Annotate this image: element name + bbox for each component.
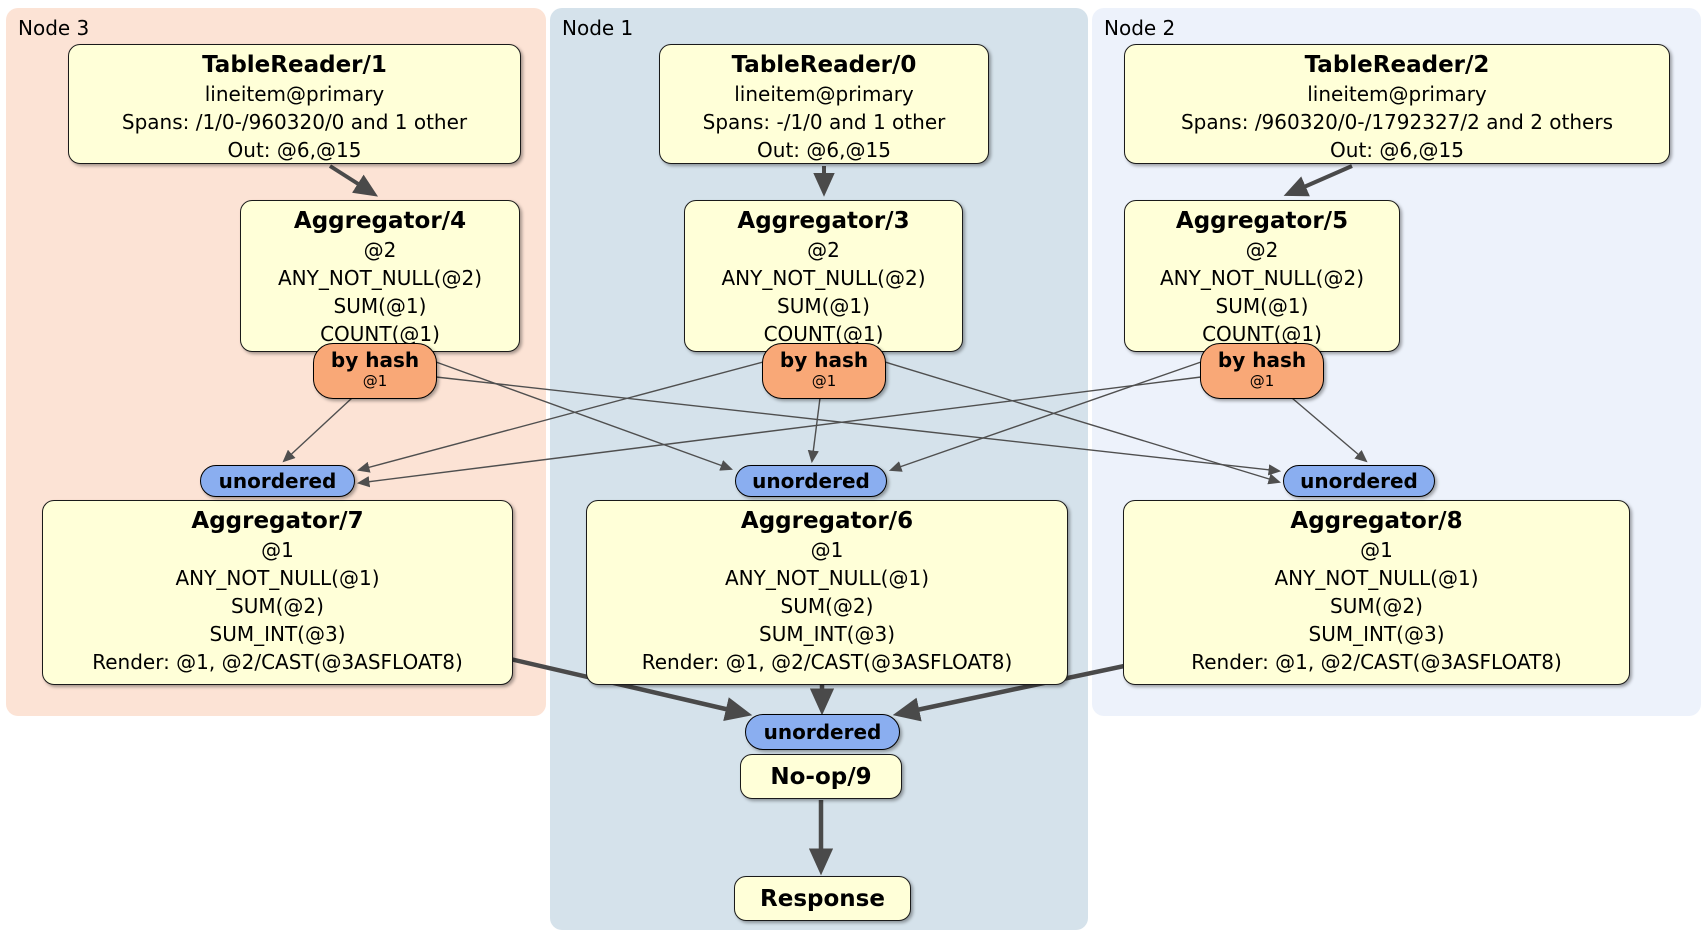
processor-line: ANY_NOT_NULL(@2) bbox=[721, 266, 926, 290]
processor-line: SUM_INT(@3) bbox=[1308, 622, 1445, 646]
stream-label: unordered bbox=[218, 469, 337, 493]
processor-aggregator-6: Aggregator/6 @1 ANY_NOT_NULL(@1) SUM(@2)… bbox=[586, 500, 1068, 685]
region-label-node1: Node 1 bbox=[562, 16, 634, 40]
processor-line: Out: @6,@15 bbox=[227, 138, 362, 162]
processor-title: TableReader/2 bbox=[1304, 52, 1490, 78]
region-label-node2: Node 2 bbox=[1104, 16, 1176, 40]
processor-line: SUM(@2) bbox=[1330, 594, 1423, 618]
processor-aggregator-8: Aggregator/8 @1 ANY_NOT_NULL(@1) SUM(@2)… bbox=[1123, 500, 1630, 685]
router-key: @1 bbox=[811, 372, 837, 390]
processor-line: @2 bbox=[363, 238, 397, 262]
processor-title: Aggregator/8 bbox=[1290, 508, 1463, 534]
processor-title: TableReader/1 bbox=[202, 52, 387, 78]
processor-line: Out: @6,@15 bbox=[1330, 138, 1464, 162]
stream-label: unordered bbox=[1300, 469, 1418, 493]
processor-title: No-op/9 bbox=[770, 763, 872, 790]
processor-title: Response bbox=[760, 885, 885, 912]
processor-line: SUM(@2) bbox=[231, 594, 324, 618]
router-label: by hash bbox=[1217, 348, 1307, 372]
region-label-node3: Node 3 bbox=[18, 16, 90, 40]
processor-tablereader-1: TableReader/1 lineitem@primary Spans: /1… bbox=[68, 44, 521, 164]
processor-line: SUM_INT(@3) bbox=[759, 622, 895, 646]
processor-line: @1 bbox=[810, 538, 844, 562]
processor-line: Spans: -/1/0 and 1 other bbox=[702, 110, 946, 134]
processor-line: @1 bbox=[261, 538, 294, 562]
router-key: @1 bbox=[1249, 372, 1275, 390]
processor-line: Spans: /1/0-/960320/0 and 1 other bbox=[121, 110, 468, 134]
processor-title: Aggregator/3 bbox=[737, 208, 910, 234]
processor-line: SUM_INT(@3) bbox=[209, 622, 346, 646]
processor-title: Aggregator/5 bbox=[1175, 208, 1349, 234]
processor-noop-9: No-op/9 bbox=[740, 754, 902, 799]
processor-line: Render: @1, @2/CAST(@3ASFLOAT8) bbox=[92, 650, 463, 674]
processor-line: @1 bbox=[1360, 538, 1393, 562]
router-by-hash-node2: by hash @1 bbox=[1200, 343, 1324, 399]
stream-unordered-final: unordered bbox=[745, 714, 900, 750]
processor-line: ANY_NOT_NULL(@1) bbox=[175, 566, 380, 590]
processor-line: @2 bbox=[807, 238, 840, 262]
processor-line: lineitem@primary bbox=[204, 82, 385, 106]
processor-title: Aggregator/4 bbox=[293, 208, 467, 234]
processor-aggregator-3: Aggregator/3 @2 ANY_NOT_NULL(@2) SUM(@1)… bbox=[684, 200, 963, 352]
processor-title: Aggregator/7 bbox=[191, 508, 364, 534]
processor-line: Spans: /960320/0-/1792327/2 and 2 others bbox=[1180, 110, 1613, 134]
router-label: by hash bbox=[779, 348, 869, 372]
processor-tablereader-0: TableReader/0 lineitem@primary Spans: -/… bbox=[659, 44, 989, 164]
stream-label: unordered bbox=[752, 469, 870, 493]
processor-line: SUM(@1) bbox=[1215, 294, 1309, 318]
processor-line: COUNT(@1) bbox=[763, 322, 884, 346]
processor-response: Response bbox=[734, 876, 911, 921]
processor-line: Out: @6,@15 bbox=[757, 138, 891, 162]
router-key: @1 bbox=[362, 372, 388, 390]
processor-line: ANY_NOT_NULL(@1) bbox=[1274, 566, 1479, 590]
stream-unordered-node2: unordered bbox=[1283, 465, 1435, 497]
processor-line: COUNT(@1) bbox=[1202, 322, 1322, 346]
processor-line: ANY_NOT_NULL(@2) bbox=[278, 266, 482, 290]
processor-aggregator-7: Aggregator/7 @1 ANY_NOT_NULL(@1) SUM(@2)… bbox=[42, 500, 513, 685]
processor-line: ANY_NOT_NULL(@2) bbox=[1160, 266, 1364, 290]
processor-line: SUM(@1) bbox=[777, 294, 870, 318]
router-by-hash-node1: by hash @1 bbox=[762, 343, 886, 399]
processor-line: lineitem@primary bbox=[1307, 82, 1487, 106]
processor-title: Aggregator/6 bbox=[740, 508, 914, 534]
router-label: by hash bbox=[330, 348, 420, 372]
processor-line: SUM(@2) bbox=[780, 594, 874, 618]
stream-unordered-node3: unordered bbox=[200, 465, 355, 497]
processor-line: lineitem@primary bbox=[734, 82, 914, 106]
stream-label: unordered bbox=[763, 720, 882, 744]
router-by-hash-node3: by hash @1 bbox=[313, 343, 437, 399]
processor-line: @2 bbox=[1245, 238, 1279, 262]
processor-line: Render: @1, @2/CAST(@3ASFLOAT8) bbox=[1191, 650, 1562, 674]
processor-title: TableReader/0 bbox=[731, 52, 917, 78]
processor-line: COUNT(@1) bbox=[320, 322, 440, 346]
processor-line: ANY_NOT_NULL(@1) bbox=[725, 566, 929, 590]
processor-aggregator-4: Aggregator/4 @2 ANY_NOT_NULL(@2) SUM(@1)… bbox=[240, 200, 520, 352]
processor-line: Render: @1, @2/CAST(@3ASFLOAT8) bbox=[641, 650, 1013, 674]
stream-unordered-node1: unordered bbox=[735, 465, 887, 497]
processor-tablereader-2: TableReader/2 lineitem@primary Spans: /9… bbox=[1124, 44, 1670, 164]
processor-line: SUM(@1) bbox=[333, 294, 427, 318]
processor-aggregator-5: Aggregator/5 @2 ANY_NOT_NULL(@2) SUM(@1)… bbox=[1124, 200, 1400, 352]
